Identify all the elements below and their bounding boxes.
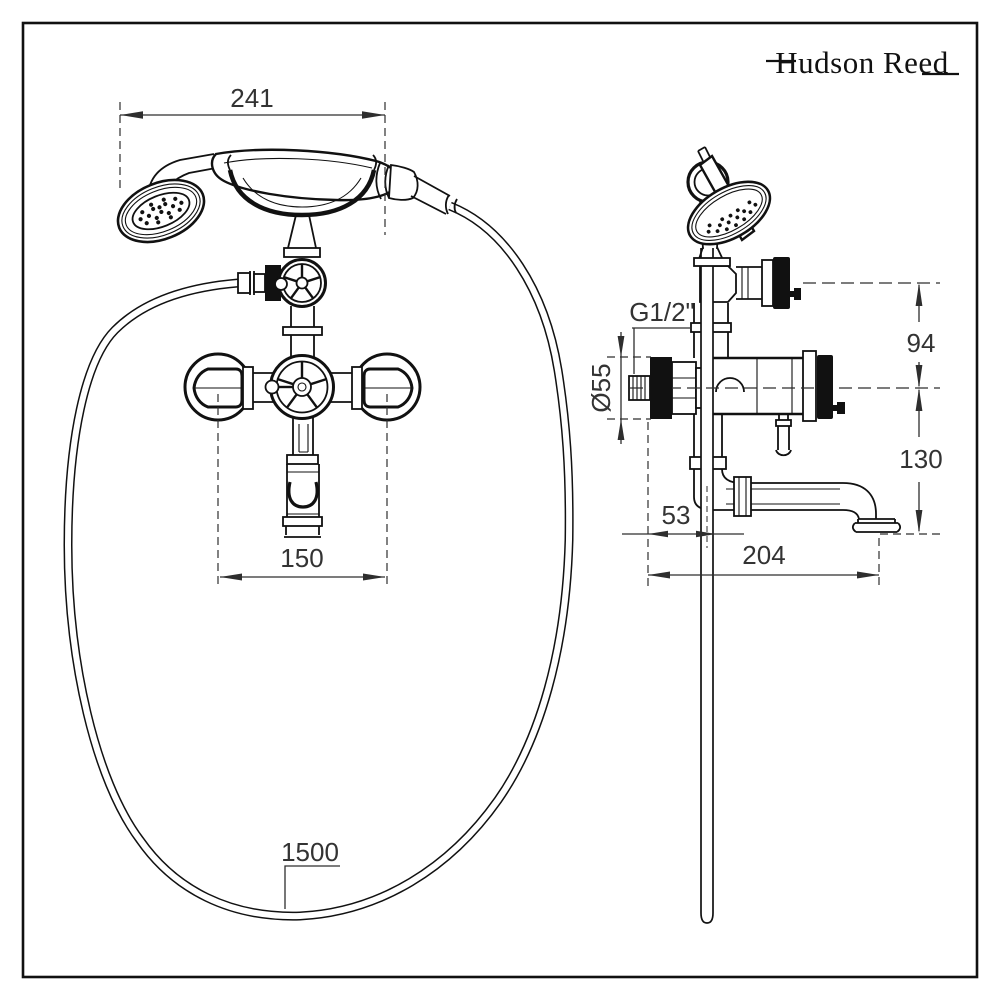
dim-handle-centers: 150: [217, 394, 388, 588]
logo-text: Hudson Reed: [775, 45, 948, 80]
brand-logo: Hudson Reed: [766, 45, 959, 80]
dim-flange-diameter-label: Ø55: [586, 363, 616, 412]
handset-handle: [210, 148, 399, 202]
spray-head-side: [686, 180, 772, 246]
flow-lever-side: [775, 414, 792, 457]
body-end-ring: [802, 350, 817, 422]
diverter-knob-side: [773, 257, 790, 309]
dim-spout-projection-label: 204: [742, 540, 785, 570]
border-frame: [21, 21, 979, 979]
spout-front: [282, 417, 323, 538]
dim-wall-offset-label: 53: [662, 500, 691, 530]
spray-nozzles-side: [706, 200, 758, 234]
diverter-knob-screw: [794, 288, 801, 300]
dim-flange-diameter: Ø55: [586, 332, 651, 444]
spout-outlet-side: [851, 518, 902, 533]
spray-nozzles-front: [138, 196, 184, 226]
mixer-body-front: [183, 352, 422, 422]
mixer-wheel-spokes: [277, 361, 327, 409]
dim-overall-width-label: 241: [230, 83, 273, 113]
dim-diverter-to-body-label: 94: [907, 328, 936, 358]
dim-thread: G1/2": [629, 297, 695, 374]
spray-head-front: [116, 178, 206, 244]
dim-handle-centers-label: 150: [280, 543, 323, 573]
front-view: 241 150 1500: [63, 83, 574, 921]
dim-overall-width: 241: [119, 83, 386, 235]
spout-mouth-curve: [287, 481, 319, 509]
side-view: G1/2" Ø55 53 204: [586, 146, 943, 924]
dim-thread-label: G1/2": [629, 297, 695, 327]
mixer-body-side: [701, 350, 817, 422]
diverter-wheel-knob: [274, 277, 288, 291]
hose-connector-front: [444, 194, 458, 215]
cradle-hook-front: [227, 169, 377, 218]
body-knob-side: [817, 355, 833, 419]
dim-hose-length: 1500: [281, 837, 340, 909]
dim-body-to-outlet-label: 130: [899, 444, 942, 474]
diverter-connector-nut: [265, 265, 281, 301]
handset-front: [116, 148, 458, 258]
mixer-wheel-knob: [264, 379, 280, 395]
diverter-valve-front: [237, 258, 327, 357]
dim-vertical-chain: 94 130: [899, 283, 943, 533]
dim-spout-projection: 204: [648, 540, 879, 579]
shower-hose-front: [63, 201, 574, 921]
shower-hose-side: [700, 248, 714, 924]
handset-side: [686, 146, 772, 267]
dim-wall-offset: 53: [622, 500, 744, 538]
diverter-valve-side: [736, 259, 774, 307]
wall-flange-side: [650, 357, 672, 419]
spout-side: [712, 476, 902, 533]
dim-hose-length-label: 1500: [281, 837, 339, 867]
body-knob-screw: [837, 402, 845, 414]
diverter-wheel-spokes: [283, 264, 321, 300]
